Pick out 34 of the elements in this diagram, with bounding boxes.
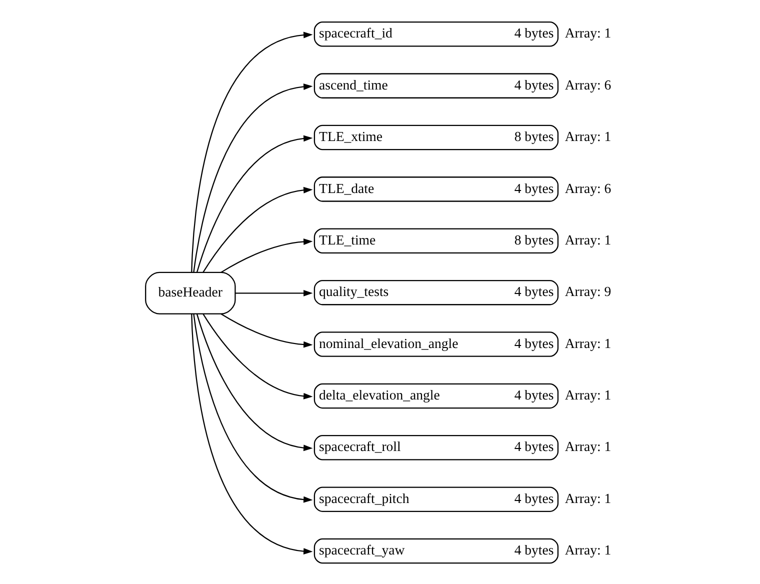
node-label: Array: 1	[564, 542, 611, 558]
arrow	[190, 314, 312, 555]
node-box: delta_elevation_angle 4 bytes	[313, 383, 558, 409]
node-label: Array: 1	[564, 129, 611, 144]
node-label: Array: 6	[564, 180, 611, 196]
node-label: Array: 9	[564, 284, 611, 300]
arrow	[234, 290, 312, 296]
arrow	[190, 32, 312, 272]
arrow	[220, 313, 312, 348]
node-label: Array: 1	[564, 26, 611, 41]
arrow	[192, 84, 312, 272]
node-label: Array: 1	[564, 232, 611, 248]
arrow	[196, 314, 312, 452]
node-label: Array: 1	[564, 490, 611, 506]
node-box: TLE_time 8 bytes	[313, 228, 558, 254]
node-box: baseHeader	[144, 272, 236, 314]
node-box: quality_tests 4 bytes	[313, 280, 558, 306]
node-label: Array: 1	[564, 388, 611, 403]
node-box: nominal_elevation_angle 4 bytes	[313, 332, 558, 357]
node-box: TLE_date 4 bytes	[313, 176, 558, 202]
node-box: spacecraft_roll 4 bytes	[313, 435, 558, 460]
arrow	[196, 135, 312, 272]
node-box: spacecraft_pitch 4 bytes	[313, 486, 558, 512]
node-box: ascend_time 4 bytes	[313, 73, 558, 98]
arrow	[192, 314, 312, 503]
arrow	[202, 314, 312, 400]
node-box: TLE_xtime 8 bytes	[313, 124, 558, 150]
arrow	[220, 238, 312, 273]
node-box: spacecraft_id 4 bytes	[313, 21, 558, 47]
node-box: spacecraft_yaw 4 bytes	[313, 538, 558, 564]
arrow	[202, 186, 312, 273]
node-label: Array: 1	[564, 439, 611, 454]
node-label: Array: 1	[564, 336, 611, 351]
node-label: Array: 6	[564, 77, 611, 92]
